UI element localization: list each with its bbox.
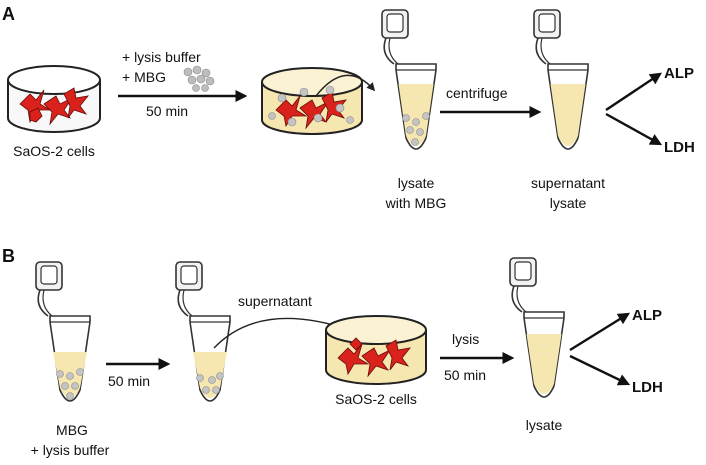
tube-lysate-with-mbg (381, 9, 437, 150)
panel-b-step1-time: 50 min (108, 373, 150, 389)
panel-b-out-ldh: LDH (632, 379, 663, 396)
panel-a-arrow-ldh (605, 112, 663, 146)
panel-a-out-alp: ALP (664, 65, 694, 82)
panel-a-transfer-arrow (315, 74, 376, 97)
cell-cluster (19, 87, 89, 126)
tube-lysate-b (509, 257, 565, 398)
tube-mbg-buffer (35, 261, 91, 402)
panel-b-cells-label: SaOS-2 cells (335, 391, 417, 407)
panel-a-step2-label: centrifuge (446, 85, 508, 101)
panel-b-tube1-label-1: MBG (56, 422, 88, 438)
mbg-beads (183, 65, 215, 92)
panel-a-letter: A (2, 4, 15, 24)
lysis-dish (261, 67, 363, 135)
panel-a-step1-line1: + lysis buffer (122, 49, 201, 65)
panel-b-arrow-alp (569, 312, 631, 352)
panel-b-tube3-label: lysate (526, 417, 563, 433)
tube-supernatant-lysate (533, 9, 589, 150)
panel-a-step1-time: 50 min (146, 103, 188, 119)
panel-b-out-alp: ALP (632, 307, 662, 324)
panel-a-out-ldh: LDH (664, 139, 695, 156)
cell-dish (7, 65, 101, 133)
cell-dish-b (325, 315, 427, 385)
panel-b-tube1-label-2: + lysis buffer (31, 442, 110, 458)
panel-b-step2-label: lysis (452, 331, 479, 347)
panel-a-cells-label: SaOS-2 cells (13, 143, 95, 159)
panel-b-arrow-ldh (569, 354, 631, 386)
panel-a-arrow-alp (605, 72, 662, 111)
panel-a-tube2-label-1: supernatant (531, 175, 605, 191)
tube-mbg-incubated (175, 261, 231, 402)
panel-a-tube1-label-2: with MBG (385, 195, 447, 211)
panel-b-step2-time: 50 min (444, 367, 486, 383)
panel-a-tube1-label-1: lysate (398, 175, 435, 191)
panel-a-step1-line2: + MBG (122, 69, 166, 85)
panel-b-transfer-label: supernatant (238, 293, 312, 309)
panel-b-letter: B (2, 246, 15, 266)
panel-a-tube2-label-2: lysate (550, 195, 587, 211)
